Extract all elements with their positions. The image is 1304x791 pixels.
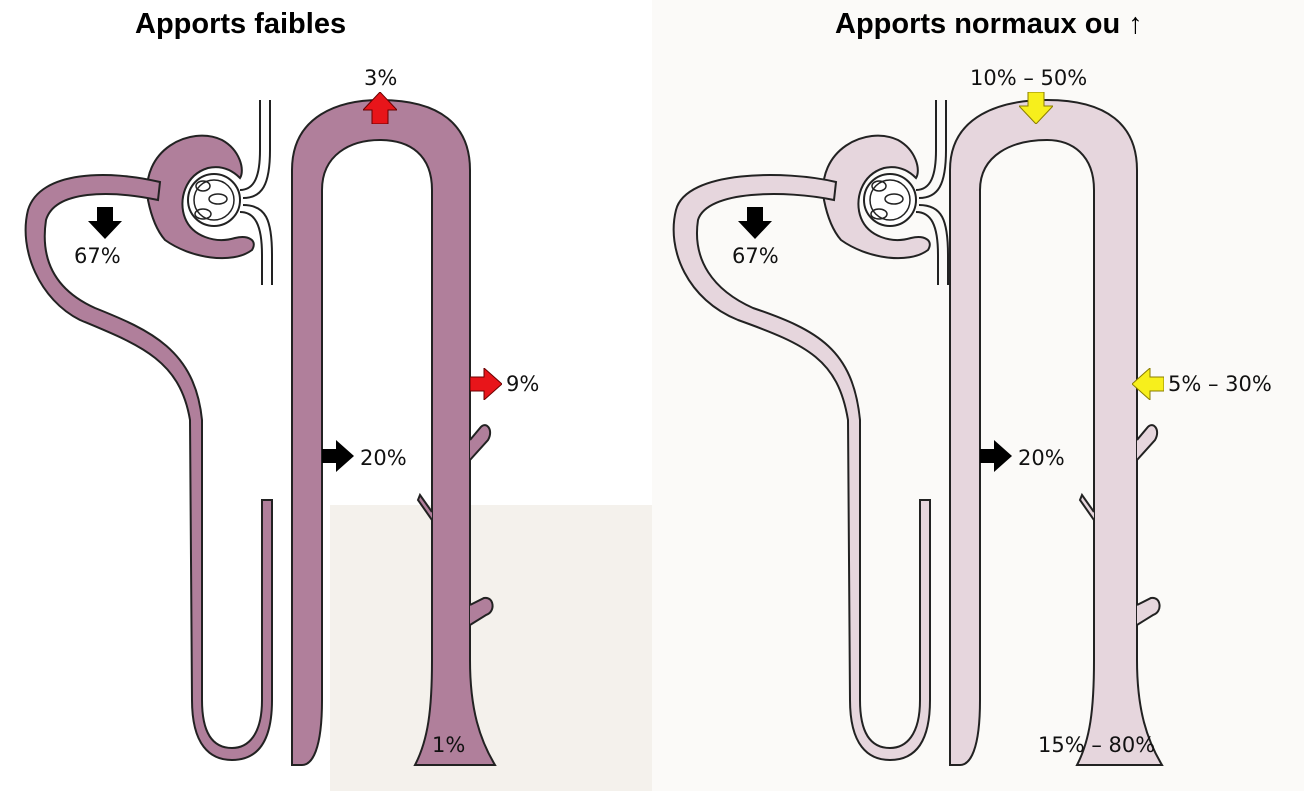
arrow-down-icon [738,207,772,239]
label-urine: 15% – 80% [1038,733,1155,757]
nephron-tubule [674,100,1162,765]
arrow-up-icon [363,92,397,124]
arrow-right-icon [322,440,354,472]
branch-2 [1080,495,1094,520]
nephron-tubule [26,100,495,765]
branch-2 [418,495,432,520]
proximal-tubule [674,175,930,760]
label-urine: 1% [432,733,465,757]
proximal-tubule [26,175,272,760]
label-proximal: 67% [732,244,779,268]
arrow-left-icon [1132,368,1164,400]
loop-and-distal-tubule [950,100,1162,765]
arrow-right-icon [470,368,502,400]
label-distal: 5% – 30% [1168,372,1272,396]
branch-1 [470,425,490,460]
nephron-diagram [0,0,652,791]
vessels [240,100,272,285]
label-top: 3% [364,66,397,90]
glomerulus-icon [188,174,240,226]
panel-low-intake: Apports faibles [0,0,652,791]
branch-3 [470,598,493,625]
label-top: 10% – 50% [970,66,1087,90]
arrow-down-icon [88,207,122,239]
arrow-down-icon [1019,92,1053,124]
branch-1 [1137,425,1157,460]
label-proximal: 67% [74,244,121,268]
label-loop: 20% [360,446,407,470]
label-loop: 20% [1018,446,1065,470]
panel-normal-intake: Apports normaux ou ↑ [652,0,1304,791]
loop-and-distal-tubule [292,100,495,765]
glomerulus-icon [864,174,916,226]
branch-3 [1137,598,1160,625]
label-distal: 9% [506,372,539,396]
arrow-right-icon [980,440,1012,472]
vessels [916,100,948,285]
